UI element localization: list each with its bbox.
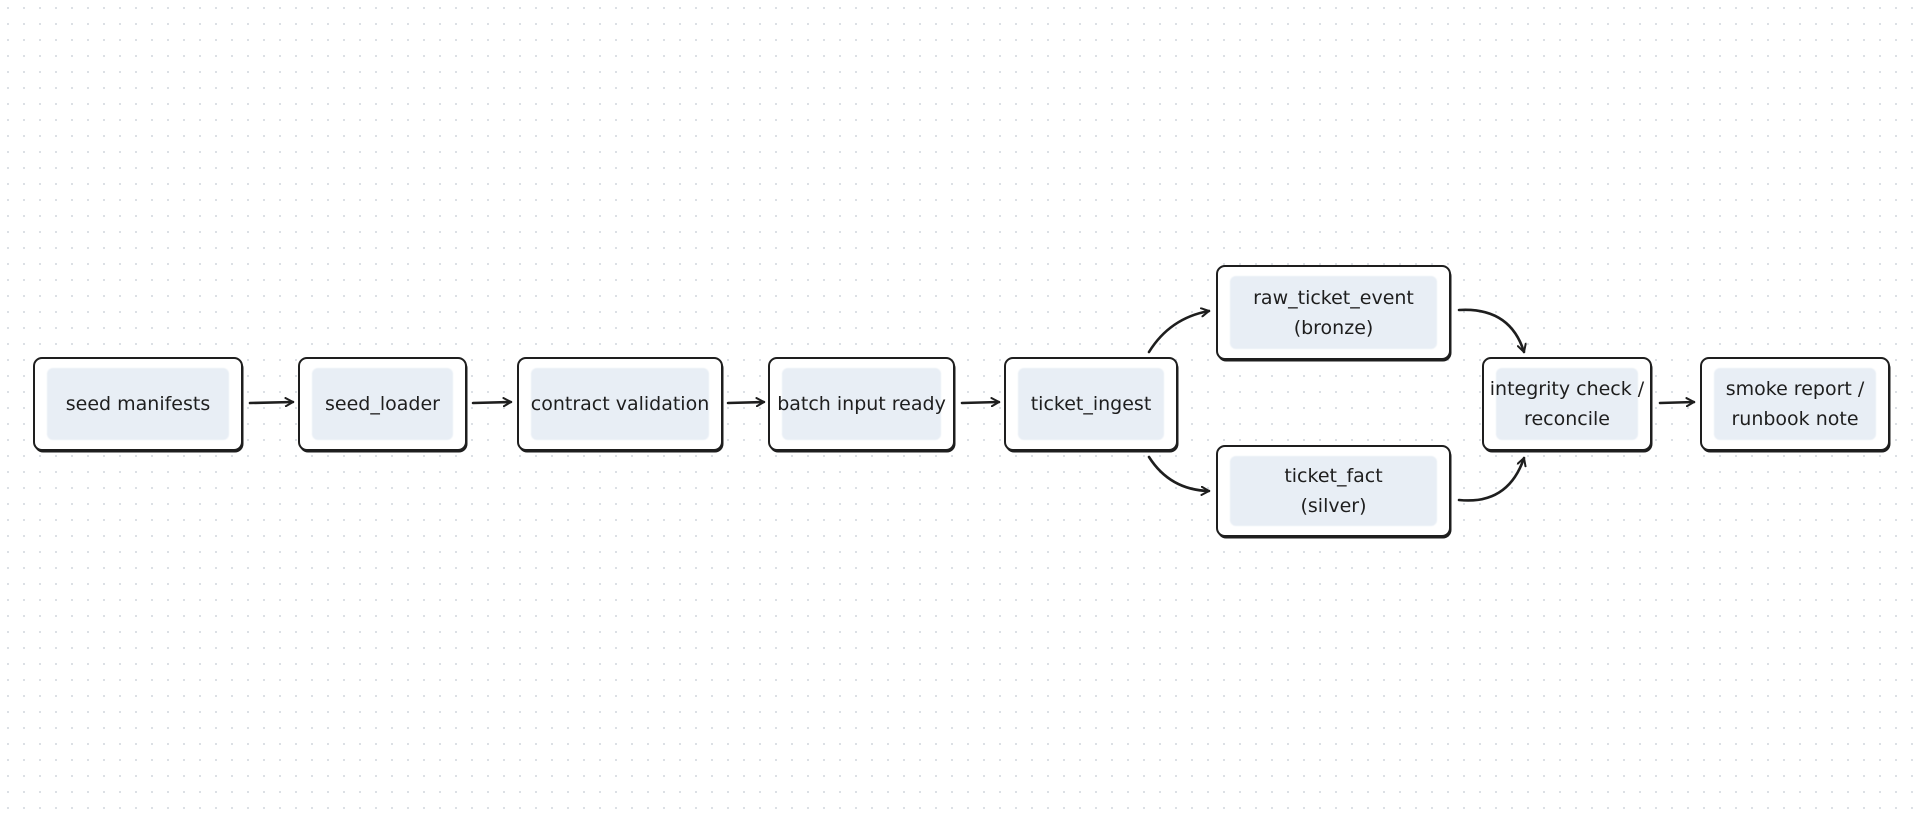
edge-seed-loader-to-contract-validation	[471, 402, 513, 403]
edge-ticket-ingest-to-ticket-fact	[1147, 455, 1211, 491]
node-label: seed_loader	[325, 393, 440, 415]
node-contract-validation[interactable]: contract validation	[517, 357, 723, 451]
node-ticket-fact[interactable]: ticket_fact (silver)	[1216, 445, 1451, 537]
edge-ticket-fact-to-integrity-check	[1457, 456, 1524, 502]
node-raw-ticket-event[interactable]: raw_ticket_event (bronze)	[1216, 265, 1451, 360]
edge-seed-manifests-to-seed-loader	[248, 402, 295, 403]
edge-ticket-ingest-to-raw-ticket-event	[1147, 311, 1211, 354]
node-smoke-report[interactable]: smoke report / runbook note	[1700, 357, 1890, 451]
node-label: contract validation	[530, 393, 710, 415]
node-integrity-check[interactable]: integrity check / reconcile	[1482, 357, 1652, 451]
node-seed-loader[interactable]: seed_loader	[298, 357, 467, 451]
node-seed-manifests[interactable]: seed manifests	[33, 357, 243, 451]
edge-raw-ticket-event-to-integrity-check	[1457, 308, 1524, 354]
node-label: integrity check / reconcile	[1489, 378, 1645, 430]
edge-contract-validation-to-batch-input-ready	[726, 402, 766, 403]
node-label: raw_ticket_event (bronze)	[1253, 286, 1414, 339]
node-ticket-ingest[interactable]: ticket_ingest	[1004, 357, 1178, 451]
node-label: smoke report / runbook note	[1725, 378, 1865, 430]
node-label: seed manifests	[65, 393, 211, 415]
edge-integrity-check-to-smoke-report	[1658, 402, 1696, 403]
node-label: ticket_fact (silver)	[1284, 465, 1383, 517]
node-label: batch input ready	[777, 393, 946, 415]
node-batch-input-ready[interactable]: batch input ready	[768, 357, 955, 451]
node-label: ticket_ingest	[1030, 393, 1152, 415]
edge-batch-input-ready-to-ticket-ingest	[960, 402, 1001, 403]
